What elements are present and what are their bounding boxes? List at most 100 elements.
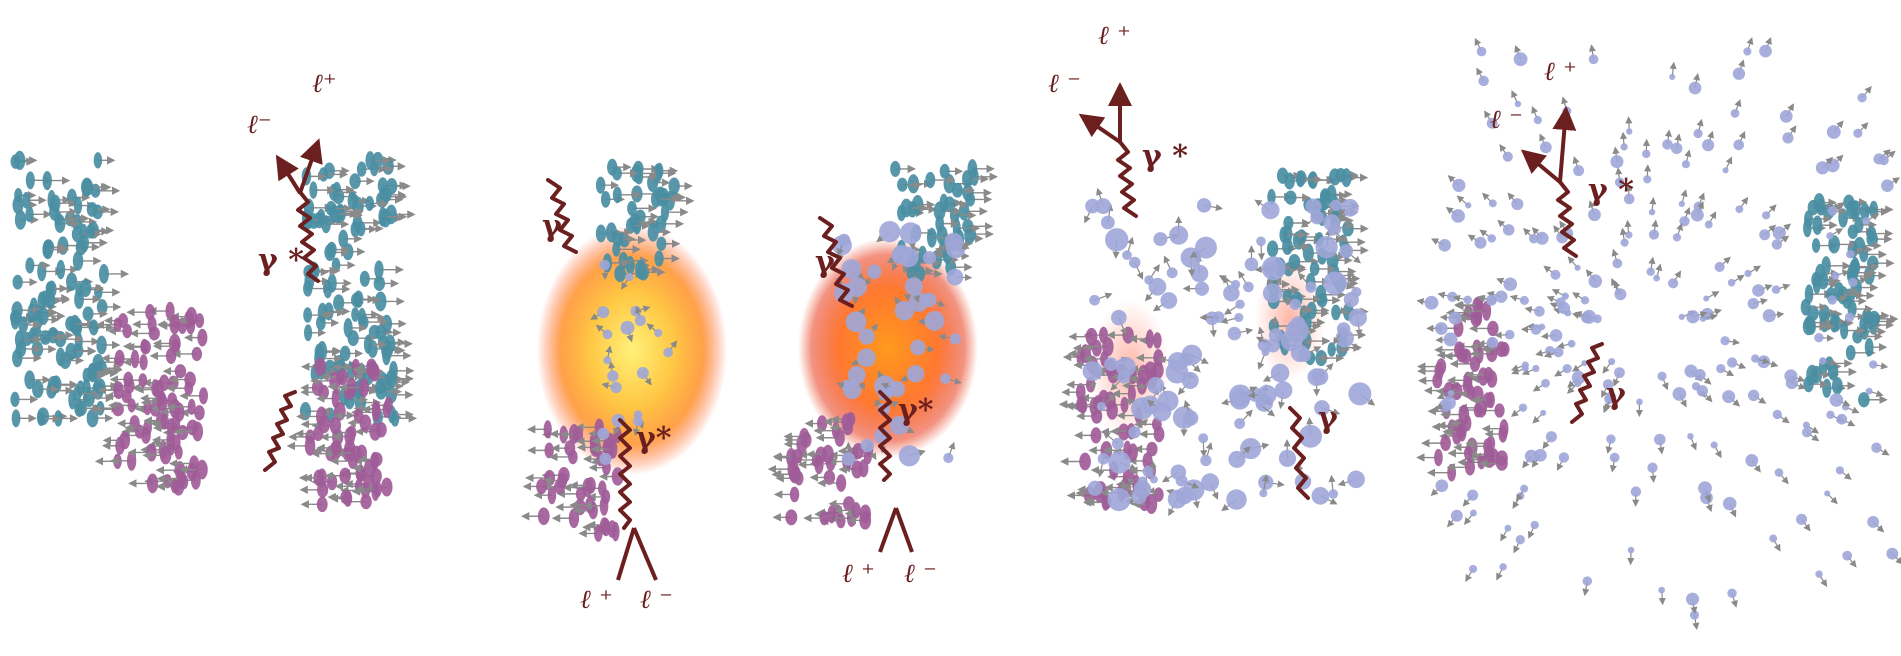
hadron — [1255, 400, 1265, 409]
nucleon — [195, 313, 205, 329]
nucleon — [25, 257, 35, 274]
hadron — [1147, 377, 1165, 394]
nucleon — [1804, 284, 1814, 304]
hadron — [1623, 193, 1635, 205]
nucleon — [316, 496, 328, 513]
nucleon — [86, 202, 98, 217]
hadron — [1447, 291, 1458, 302]
nucleon — [851, 502, 861, 519]
nucleon — [32, 380, 44, 399]
hadron — [654, 328, 663, 338]
nucleon — [192, 421, 204, 442]
hadron — [1511, 198, 1524, 211]
nucleon — [385, 369, 397, 388]
hadron — [858, 328, 875, 345]
hadron — [1087, 480, 1103, 496]
hadron — [1681, 160, 1691, 169]
nucleon — [1483, 438, 1493, 454]
nucleon — [1145, 329, 1155, 349]
nucleon — [933, 201, 946, 221]
hadron — [1873, 153, 1885, 165]
nucleon — [165, 347, 177, 364]
nucleon — [366, 360, 379, 379]
hadron — [1105, 228, 1129, 252]
hadron — [1814, 333, 1824, 343]
hadron — [1759, 229, 1771, 241]
panel-5-expansion — [1058, 167, 1376, 517]
nucleon — [327, 273, 337, 293]
hadron — [1699, 315, 1707, 322]
nucleon — [359, 270, 370, 287]
hadron — [943, 452, 954, 464]
lepton-line — [878, 507, 898, 553]
hadron — [1581, 360, 1588, 367]
hadron — [857, 348, 876, 368]
nucleon — [326, 241, 337, 258]
nucleon — [595, 176, 606, 194]
real-photon-label: γ — [1606, 377, 1626, 412]
hadron — [1142, 465, 1155, 478]
nucleon — [1806, 318, 1816, 335]
nucleon — [801, 432, 812, 448]
hadron — [1169, 225, 1189, 245]
hadron — [944, 232, 964, 252]
nucleon — [357, 307, 367, 328]
hadron — [1085, 198, 1100, 214]
nucleon — [328, 183, 339, 201]
hadron — [1235, 299, 1245, 309]
hadron — [1693, 128, 1703, 139]
nucleon — [607, 158, 618, 176]
nucleon — [343, 317, 353, 338]
nucleon — [86, 408, 99, 428]
hadron — [1647, 462, 1658, 473]
hadron — [1330, 199, 1342, 212]
hadron — [1759, 44, 1772, 58]
nucleon — [1432, 372, 1443, 389]
hadron — [1310, 210, 1324, 225]
lepton-minus-label: ℓ ⁻ — [1048, 69, 1081, 99]
hadron — [1862, 217, 1870, 225]
nucleon — [370, 161, 379, 177]
hadron — [1200, 454, 1212, 467]
lepton-line — [1552, 106, 1577, 183]
nucleon — [351, 307, 360, 322]
hadron — [1315, 235, 1338, 259]
hadron — [1824, 490, 1831, 497]
nucleon — [373, 481, 382, 498]
nucleon — [970, 167, 979, 186]
nucleon — [1483, 366, 1494, 383]
nucleon — [196, 459, 208, 480]
hadron — [1658, 586, 1666, 594]
hadron — [1347, 470, 1365, 489]
hadron — [1530, 520, 1539, 530]
nucleon — [346, 377, 357, 396]
hadron — [1550, 269, 1561, 280]
nucleon — [347, 191, 358, 210]
nucleon — [1869, 200, 1879, 219]
hadron — [1201, 473, 1220, 492]
hadron — [1234, 418, 1246, 429]
nucleon — [1839, 321, 1849, 340]
hadron — [602, 329, 613, 340]
hadron — [1614, 367, 1625, 379]
virtual-photon-propagator — [296, 190, 320, 283]
nucleon — [1846, 200, 1859, 220]
hadron — [636, 367, 649, 380]
nucleon — [655, 162, 664, 179]
panel-3-hot-fireball — [520, 158, 727, 542]
hadron — [1588, 274, 1603, 288]
hadron — [1605, 391, 1617, 403]
hadron — [1519, 295, 1529, 305]
nucleon — [1827, 363, 1839, 381]
hadron — [1772, 226, 1786, 240]
hadron — [1588, 208, 1601, 222]
nucleon — [935, 215, 945, 233]
nucleon — [822, 444, 834, 464]
nucleon — [96, 401, 105, 416]
hadron — [1722, 167, 1729, 174]
hadron — [1743, 47, 1752, 56]
nucleon — [381, 477, 393, 497]
hadron — [878, 386, 893, 401]
nucleon — [631, 185, 643, 203]
hadron — [1348, 382, 1372, 406]
